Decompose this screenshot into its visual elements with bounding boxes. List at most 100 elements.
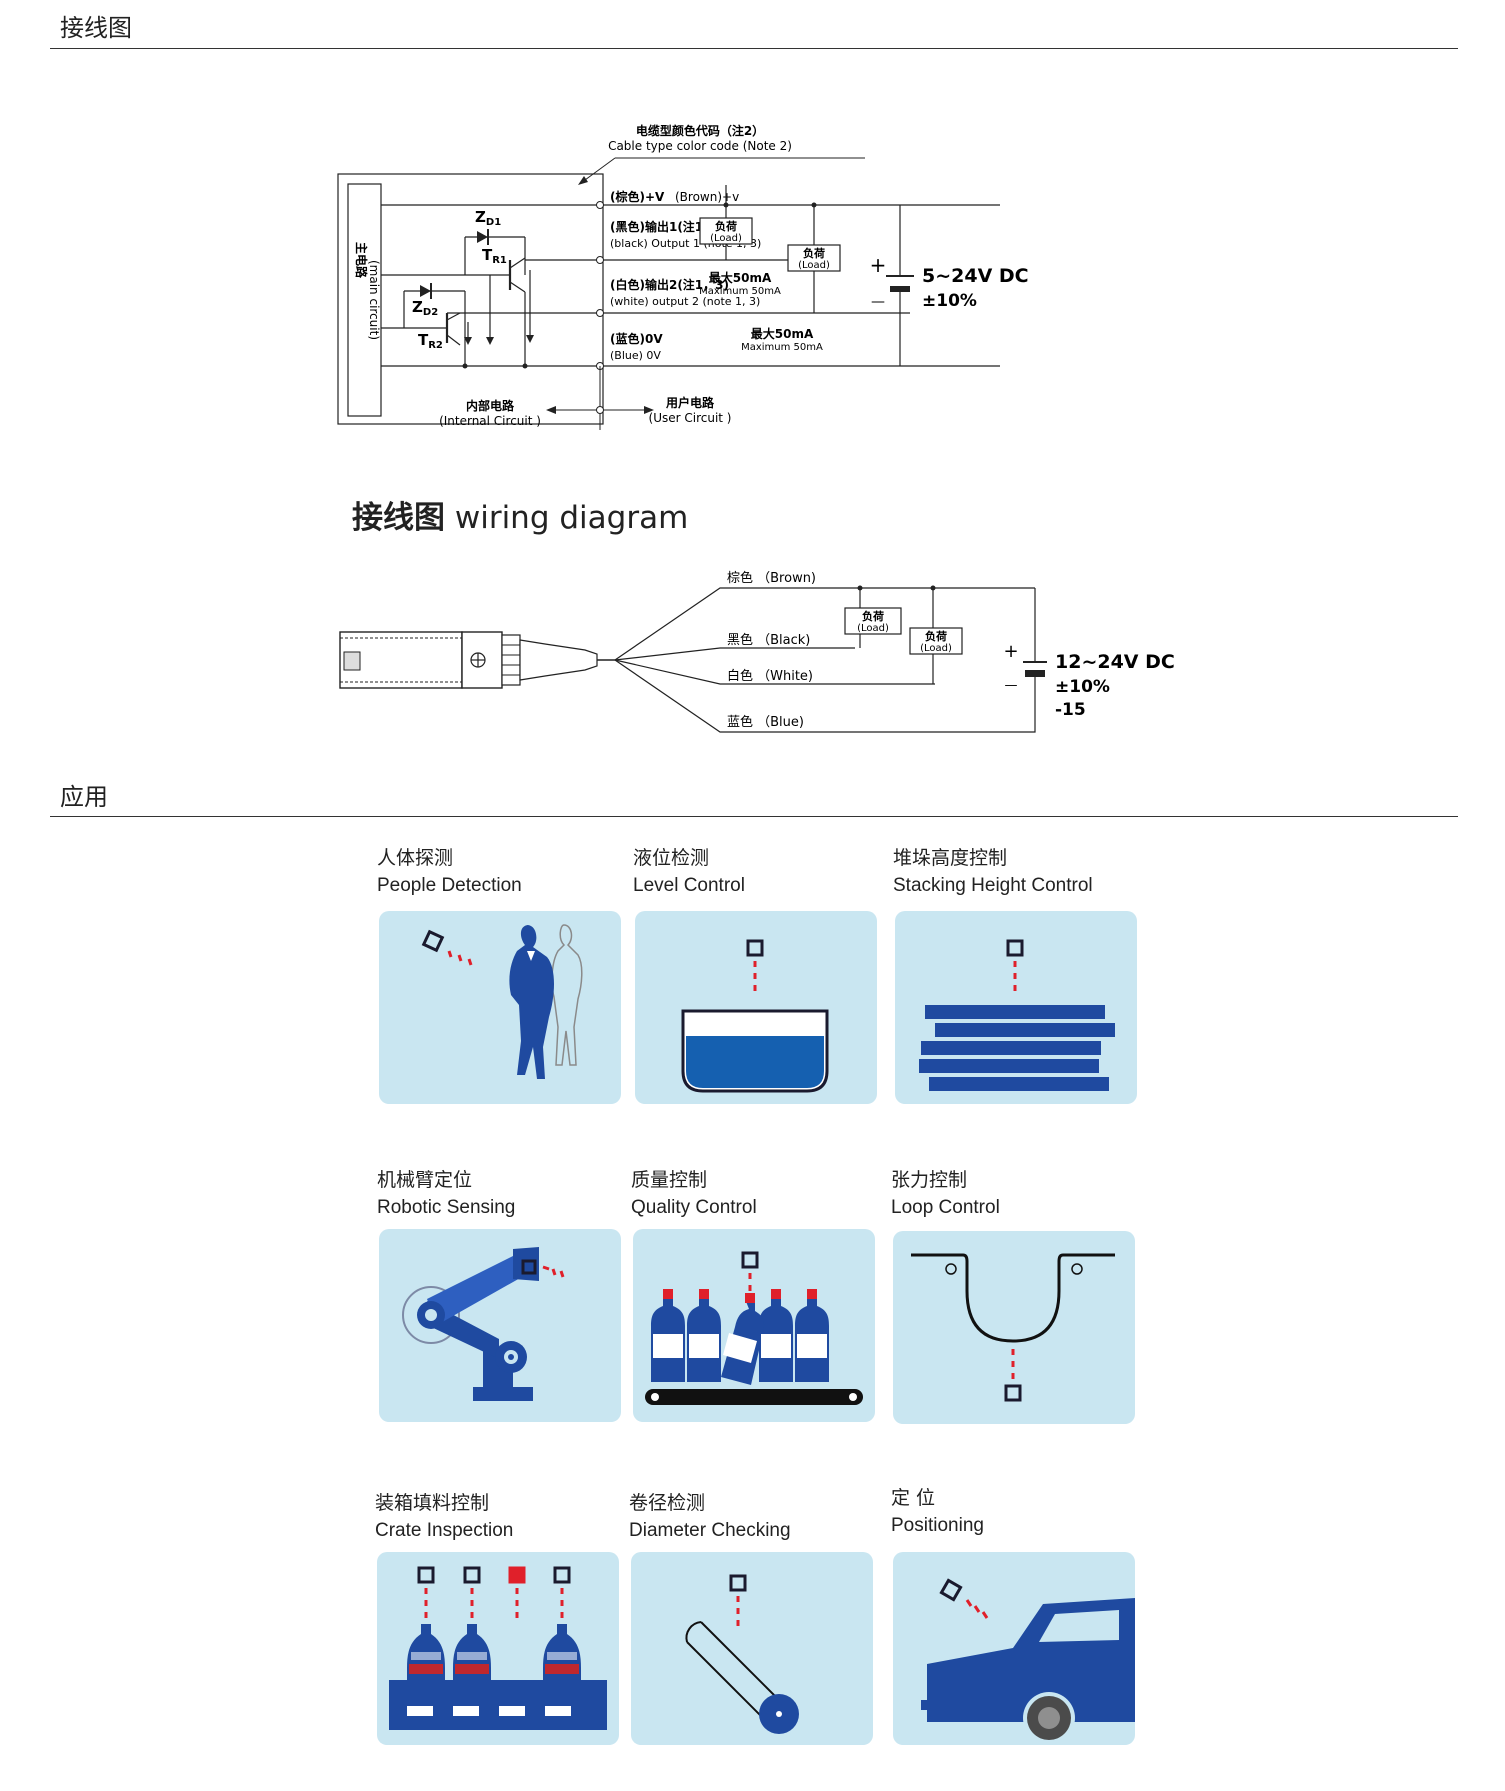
supply-plus-2: + [1003,641,1018,662]
max-current-2-en: Maximum 50mA [741,342,823,353]
diagram-caption-zh: 接线图 [352,500,445,536]
user-arrow [644,406,654,414]
load-4-en: (Load) [920,643,952,654]
app-tile [631,1552,873,1745]
web-loop [911,1253,1115,1343]
zd2-label: ZD2 [412,298,438,318]
sensor-icon [417,1566,435,1584]
app-title-zh: 液位检测 [633,847,710,869]
roller-left [945,1263,957,1275]
app-card-loop-control: 张力控制 Loop Control [891,1165,1141,1427]
supply-extra-2: -15 [1055,700,1086,720]
load-3-zh: 负荷 [862,609,884,623]
app-card-people-detection: 人体探测 People Detection [377,843,627,1105]
wire-brown-label: 棕色 （Brown) [727,570,816,586]
load-1-box [699,217,753,245]
max-current-1-en: Maximum 50mA [699,286,781,297]
sensor-icon [553,1566,571,1584]
app-tile [377,1552,619,1745]
positioning-illustration [921,1578,1135,1744]
app-title-en: Loop Control [891,1197,1000,1218]
app-tile [895,911,1137,1104]
internal-circuit-zh: 内部电路 [466,398,515,413]
crate-inspection-illustration [389,1566,607,1730]
roll-outline [685,1621,702,1643]
supply-tolerance-2: ±10% [1055,677,1110,697]
application-section-title: 应用 [60,783,108,811]
wiring-section-title: 接线图 [60,14,132,42]
wire-white-label: 白色 （White) [727,668,813,684]
main-circuit-block [347,183,382,417]
load-1-zh: 负荷 [715,219,737,233]
app-title-zh: 定 位 [891,1487,936,1509]
app-card-quality-control: 质量控制 Quality Control [631,1165,881,1427]
tr1-label: TR1 [482,246,507,266]
supply-tolerance-1: ±10% [922,291,977,311]
load-3-en: (Load) [857,623,889,634]
cable-note-en: Cable type color code (Note 2) [608,139,792,153]
quality-control-illustration [645,1251,863,1405]
white-wire-label-en: (white) output 2 (note 1, 3) [610,295,760,308]
internal-arrow [546,406,556,414]
liquid-fill [686,1036,824,1088]
load-2-zh: 负荷 [803,246,825,260]
app-tile [635,911,877,1104]
load-3-box [844,607,902,635]
internal-circuit-en: (Internal Circuit ) [439,414,541,428]
app-title-zh: 装箱填料控制 [375,1492,490,1514]
car-window [1039,1610,1119,1642]
sensor-icon [521,1259,537,1275]
sensor-icon [741,1251,759,1269]
black-wire-label-zh: (黑色)输出1(注1，3) [610,219,729,234]
user-circuit-zh: 用户电路 [665,395,715,410]
app-title-zh: 质量控制 [631,1169,708,1191]
sensor-nut [501,634,521,686]
blue-wire [614,659,1036,733]
load-2-en: (Load) [798,260,830,271]
app-card-level-control: 液位检测 Level Control [633,843,883,1105]
supply-plus-1: + [870,253,887,277]
zener-diode-2-icon [420,285,431,297]
app-title-en: Positioning [891,1515,984,1536]
app-card-robotic-sensing: 机械臂定位 Robotic Sensing [377,1165,627,1427]
person-outline [551,924,583,1066]
app-title-zh: 堆垛高度控制 [893,847,1008,869]
load-2-box [787,244,841,272]
zener-diode-1-icon [477,231,488,243]
roller-right [1071,1263,1083,1275]
sensor-icon [421,929,445,953]
load-4-zh: 负荷 [925,629,947,643]
supply-minus-2: — [1005,678,1018,693]
brown-wire [614,587,1035,661]
user-circuit-en: (User Circuit ) [649,411,732,425]
people-detection-illustration [421,924,583,1079]
white-wire [614,659,935,685]
app-tile [379,1229,621,1422]
sensor-alert-icon [508,1566,526,1584]
sensor-icon [729,1574,747,1592]
wire-blue-label: 蓝色 （Blue) [727,714,804,730]
sensor-icon [1004,1384,1022,1402]
robot-arm-upper [427,1253,529,1325]
app-title-en: Crate Inspection [375,1520,514,1541]
app-title-en: Diameter Checking [629,1520,791,1541]
crate [389,1680,607,1730]
app-tile [893,1231,1135,1424]
diagram-caption: 接线图 wiring diagram [352,492,688,537]
diameter-checking-illustration [685,1574,799,1734]
app-tile [633,1229,875,1422]
app-card-diameter-checking: 卷径检测 Diameter Checking [629,1488,879,1758]
diagram-caption-en: wiring diagram [454,500,689,536]
app-card-stacking-height: 堆垛高度控制 Stacking Height Control [893,843,1143,1105]
app-card-positioning: 定 位 Positioning [891,1483,1141,1758]
app-tile [379,911,621,1104]
load-1-en: (Load) [710,233,742,244]
cable-strain-relief [519,639,598,681]
person-figure [509,925,554,1079]
conveyor-belt [645,1389,863,1405]
stacking-illustration [919,939,1115,1091]
wiring-section-divider [50,48,1458,49]
cable-note-zh: 电缆型颜色代码（注2） [636,123,764,138]
max-current-2-zh: 最大50mA [751,326,814,341]
black-wire [614,647,855,661]
